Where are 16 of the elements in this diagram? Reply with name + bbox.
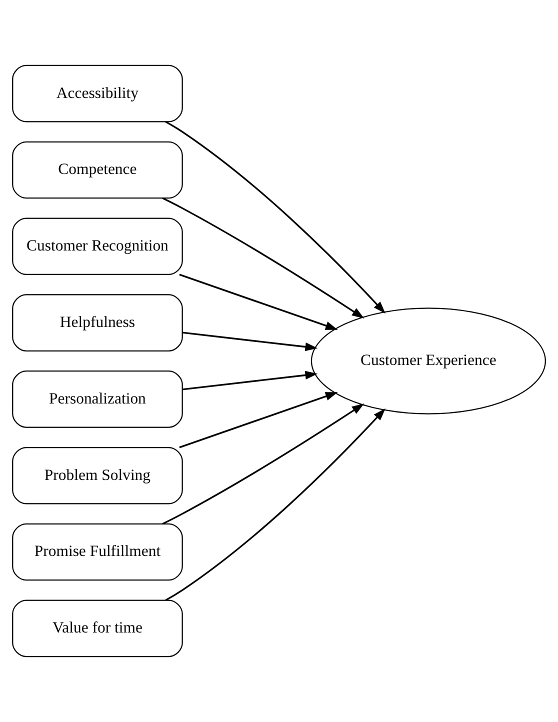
node-box: Value for time [12, 600, 183, 658]
arrow [165, 408, 386, 602]
arrow [182, 370, 318, 390]
arrow [162, 403, 364, 525]
node-box: Customer Recognition [12, 218, 183, 276]
node-box: Competence [12, 141, 183, 199]
arrow [179, 274, 338, 330]
node-box: Problem Solving [12, 446, 183, 504]
arrow [165, 120, 386, 314]
node-box: Personalization [12, 370, 183, 428]
arrow [179, 392, 338, 448]
arrow [182, 332, 318, 352]
arrow [162, 197, 364, 319]
node-box: Promise Fulfillment [12, 523, 183, 581]
node-box: Helpfulness [12, 294, 183, 352]
node-box: Accessibility [12, 64, 183, 122]
